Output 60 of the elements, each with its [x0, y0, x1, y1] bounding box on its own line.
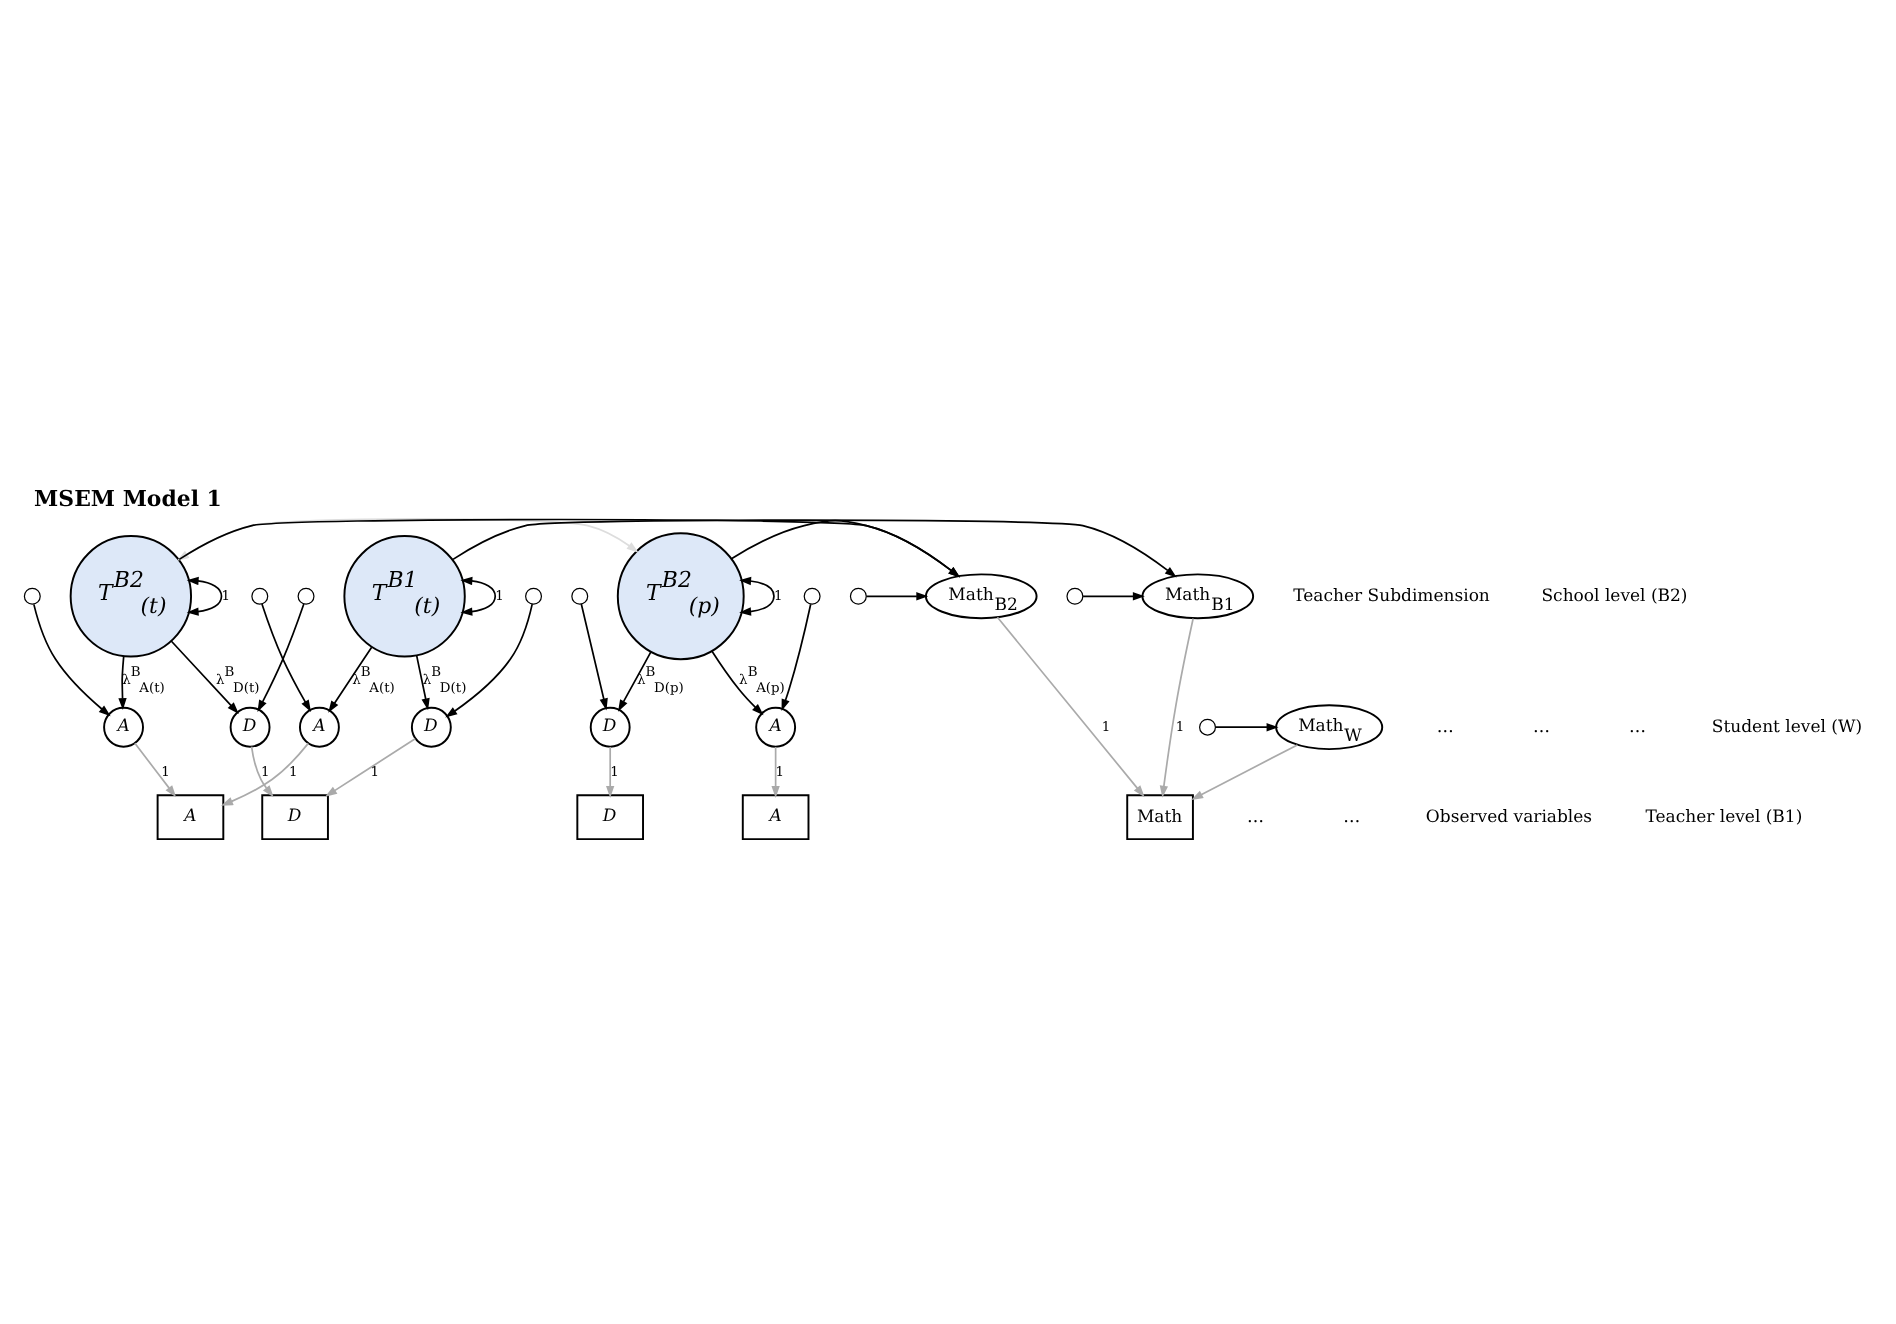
label: …: [1531, 717, 1549, 738]
arrow: [260, 603, 311, 713]
label: …: [1628, 717, 1646, 738]
node-circle: D: [588, 706, 630, 748]
arrow: [444, 603, 533, 718]
arrow: [117, 655, 126, 710]
arrow: [459, 576, 496, 616]
arrow: [1190, 744, 1298, 800]
arrow: [451, 519, 1176, 578]
node-box: Math: [1125, 794, 1193, 841]
arrow: [617, 650, 651, 712]
node-circle: A: [754, 706, 796, 748]
arrow: [605, 746, 614, 798]
arrow: [220, 742, 309, 806]
arrow: [729, 519, 960, 578]
label: …: [1342, 807, 1360, 828]
arrow: [324, 737, 416, 797]
node-circle: D: [228, 706, 270, 748]
node-circle: D: [409, 706, 451, 748]
arrow: [738, 576, 774, 616]
label: …: [1435, 717, 1453, 738]
label: School level (B2): [1540, 586, 1687, 607]
label: Student level (W): [1710, 717, 1862, 738]
arrow: [327, 646, 372, 713]
node-box: A: [740, 794, 809, 841]
arrow: [169, 640, 238, 714]
node-circle: [250, 587, 268, 605]
arrow: [1213, 723, 1278, 732]
node-box: D: [260, 794, 328, 841]
node-box: D: [575, 794, 643, 841]
arrow: [579, 603, 607, 711]
arrow: [780, 603, 811, 712]
node-circle: [524, 587, 542, 605]
arrow: [133, 742, 176, 798]
label: …: [1246, 807, 1264, 828]
arrow: [249, 745, 273, 798]
arrow: [1081, 592, 1144, 601]
arrow: [32, 603, 110, 717]
arrow: [185, 576, 222, 616]
label: Observed variables: [1424, 807, 1592, 828]
label: Teacher Subdimension: [1292, 586, 1489, 607]
node-circle: [848, 587, 866, 605]
node-circle: [1198, 718, 1216, 736]
arrow: [710, 650, 763, 716]
arrow: [414, 654, 429, 711]
arrow: [1158, 617, 1193, 798]
arrow: [995, 616, 1144, 798]
label: Teacher level (B1): [1644, 807, 1802, 828]
node-circle: [570, 587, 588, 605]
node-circle: A: [102, 706, 143, 748]
node-circle: [296, 587, 314, 605]
node-circle: [22, 587, 40, 605]
diagram-title: MSEM Model 1: [33, 486, 221, 513]
node-box: A: [155, 794, 224, 841]
arrow: [864, 592, 928, 601]
node-circle: [1065, 587, 1083, 605]
node-circle: [802, 587, 820, 605]
arrow: [256, 603, 304, 712]
node-circle: A: [298, 706, 339, 748]
arrow: [770, 746, 779, 798]
